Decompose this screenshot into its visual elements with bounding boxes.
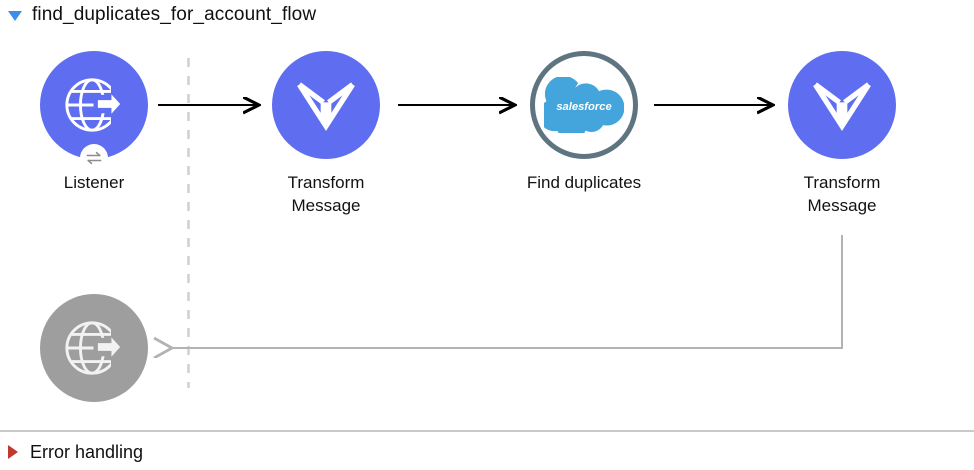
node-listener-response-circle[interactable] [40, 294, 148, 402]
node-listener[interactable]: Listener [24, 51, 164, 194]
node-find-duplicates[interactable]: salesforce Find duplicates [514, 51, 654, 194]
exchange-arrows-badge [80, 144, 108, 172]
dataweave-icon [813, 82, 871, 131]
footer-divider [0, 430, 974, 432]
error-handling-section[interactable]: Error handling [8, 438, 143, 466]
flow-header[interactable]: find_duplicates_for_account_flow [0, 0, 316, 30]
error-handling-label: Error handling [30, 441, 144, 462]
flow-title: find_duplicates_for_account_flow [32, 4, 317, 25]
globe-arrow-icon [65, 321, 125, 375]
node-find-duplicates-label: Find duplicates [526, 173, 642, 192]
node-transform-message-1-circle[interactable] [272, 51, 380, 159]
salesforce-cloud-icon: salesforce [544, 77, 624, 133]
node-listener-circle[interactable] [40, 51, 148, 172]
globe-arrow-icon [65, 78, 125, 132]
caret-right-icon[interactable] [8, 445, 18, 459]
node-transform-message-1[interactable]: Transform Message [256, 51, 396, 217]
node-listener-label: Listener [63, 173, 125, 192]
node-find-duplicates-circle[interactable]: salesforce [530, 51, 638, 159]
dataweave-icon [297, 82, 355, 131]
node-listener-response[interactable] [24, 294, 164, 414]
connector-response-path [172, 235, 843, 348]
node-transform-message-2-circle[interactable] [788, 51, 896, 159]
salesforce-wordmark: salesforce [556, 101, 611, 113]
flow-connectors [0, 58, 843, 388]
node-transform-message-2[interactable]: Transform Message [772, 51, 912, 217]
exchange-arrows-icon [86, 151, 102, 165]
node-transform-message-1-label: Transform Message [287, 173, 365, 215]
flow-canvas[interactable]: Listener Transform Message salesforce Fi… [0, 30, 974, 428]
node-transform-message-2-label: Transform Message [803, 173, 881, 215]
caret-down-icon[interactable] [8, 11, 22, 21]
